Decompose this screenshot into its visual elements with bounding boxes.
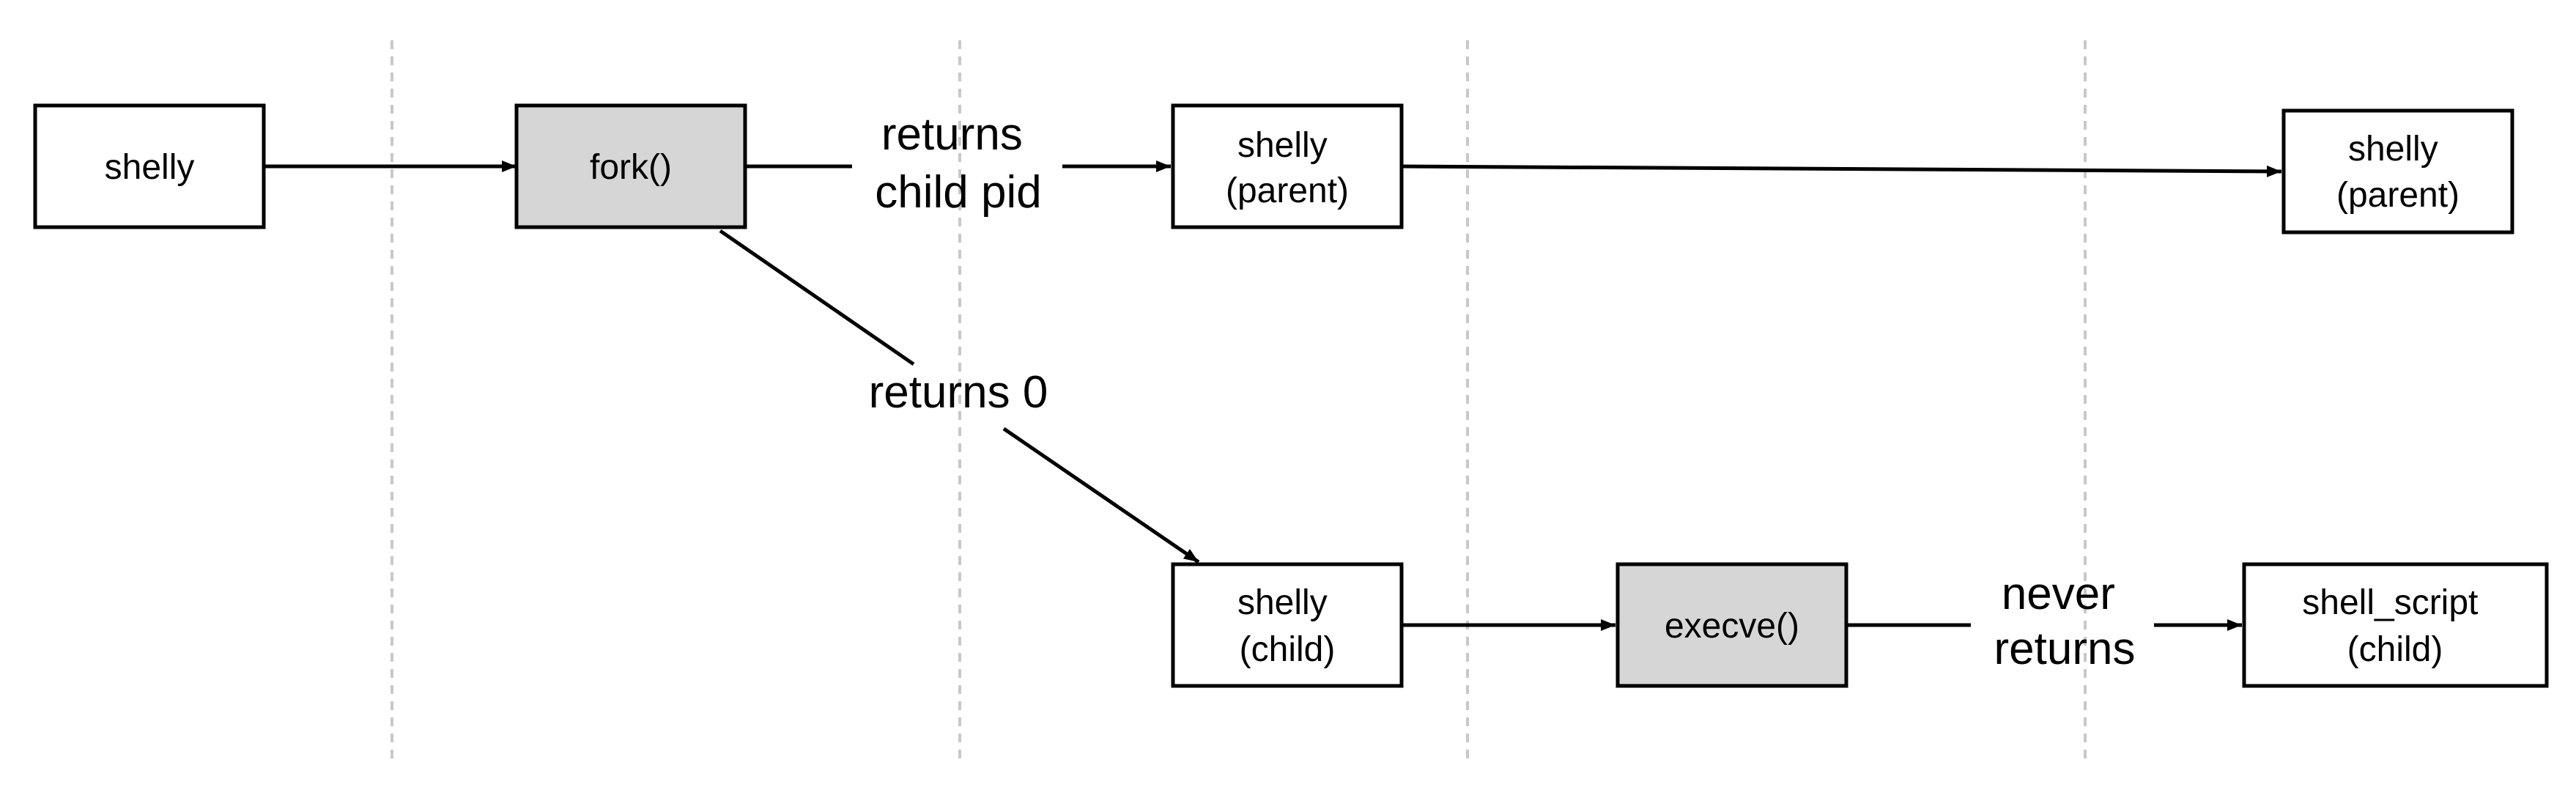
node-shelly: shelly [33, 103, 266, 229]
node-label-line: shelly [105, 148, 195, 187]
edge-label-returns-child-pid: returns child pid [875, 109, 1041, 218]
edge-label-line: child pid [875, 167, 1041, 218]
edge-parent-to-parent [1401, 164, 2282, 177]
node-label-line: (parent) [2336, 176, 2460, 215]
edge-label-line: returns [1994, 624, 2136, 674]
lane-dividers [391, 40, 2087, 766]
edge-fork-to-child: returns 0 [719, 229, 1200, 564]
edge-label-never-returns: never returns [1994, 569, 2136, 674]
node-label: shelly (parent) [2336, 130, 2460, 215]
node-label: shell_script (child) [2302, 583, 2487, 669]
edge-label-line: returns 0 [869, 367, 1048, 418]
node-box-syscall [514, 103, 747, 229]
node-label: execve() [1665, 607, 1799, 646]
node-fork: fork() [514, 103, 747, 229]
node-box [2281, 108, 2514, 234]
node-box [2242, 562, 2549, 688]
node-shelly-child: shelly (child) [1171, 562, 1404, 688]
node-box [1171, 103, 1404, 229]
edge-execve-to-script: never returns [1846, 569, 2242, 674]
node-box-syscall [1615, 562, 1848, 688]
edge-line-segment [719, 229, 915, 366]
node-shelly-parent-final: shelly (parent) [2281, 108, 2514, 234]
node-label-line: (child) [1240, 630, 1336, 669]
node-shelly-parent: shelly (parent) [1171, 103, 1404, 229]
node-label: shelly [105, 148, 195, 187]
node-label: shelly (parent) [1226, 126, 1349, 210]
node-box [1171, 562, 1404, 688]
node-label: fork() [590, 148, 672, 187]
node-label-line: shelly [1237, 583, 1328, 622]
edge-line [1401, 164, 2282, 177]
node-label-line: shelly [1237, 126, 1328, 165]
edge-fork-to-parent: returns child pid [745, 109, 1171, 218]
edge-line-segment [1002, 426, 1200, 564]
node-label-line: (child) [2347, 630, 2443, 669]
node-label-line: shelly [2348, 130, 2438, 169]
edge-label-returns-0: returns 0 [869, 367, 1048, 418]
node-execve: execve() [1615, 562, 1848, 688]
node-label-line: (parent) [1226, 171, 1349, 210]
node-box [33, 103, 266, 229]
node-shell-script-child: shell_script (child) [2242, 562, 2549, 688]
node-label-line: shell_script [2302, 583, 2478, 622]
edge-label-line: never [2002, 569, 2115, 619]
node-label-line: execve() [1665, 607, 1799, 646]
node-label: shelly (child) [1237, 583, 1337, 669]
node-label-line: fork() [590, 148, 672, 187]
edge-label-line: returns [881, 109, 1023, 160]
